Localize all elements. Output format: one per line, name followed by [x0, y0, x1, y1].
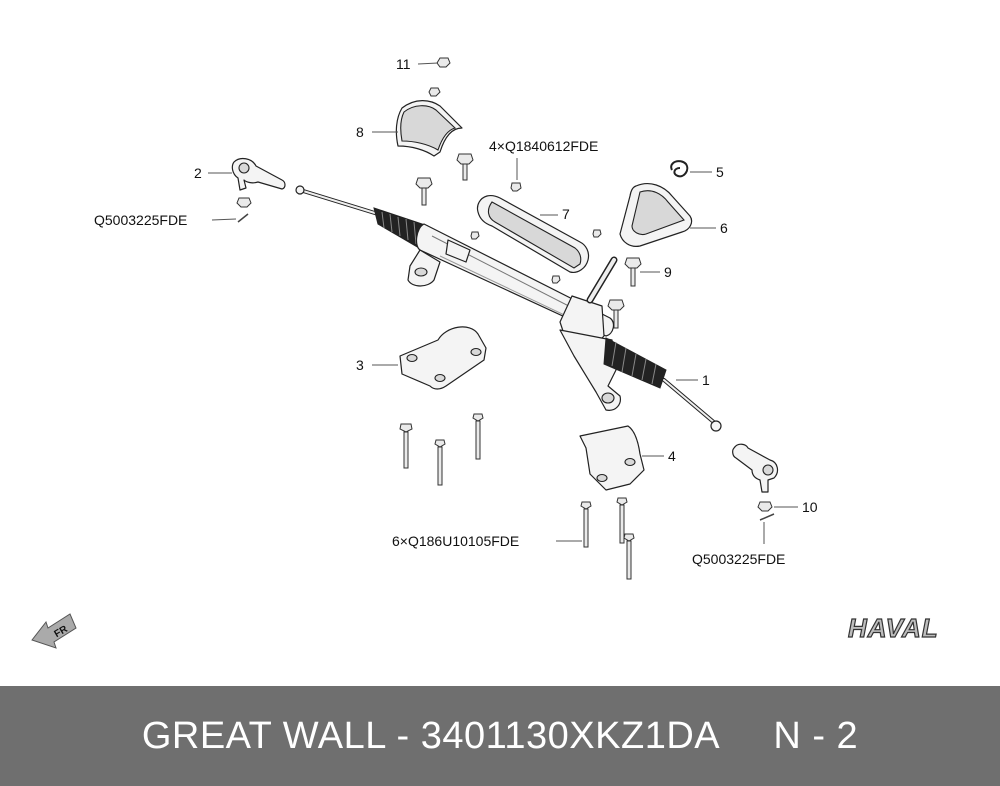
part-1-steering-rack [295, 185, 722, 432]
pinion-bolt [607, 299, 625, 329]
callout-8: 8 [356, 124, 364, 140]
footer-title: GREAT WALL - 3401130XKZ1DA N - 2 [141, 714, 859, 757]
brand-logo-text: HAVAL [848, 613, 939, 643]
clip-icon [592, 229, 602, 238]
cotter-pin-part-number-left: Q5003225FDE [94, 212, 187, 228]
footer-bar: GREAT WALL - 3401130XKZ1DA N - 2 [0, 686, 1000, 786]
callout-5: 5 [716, 164, 724, 180]
callout-10: 10 [802, 499, 818, 515]
castle-nut-icon [757, 501, 773, 512]
small-bolt-icon [510, 182, 522, 192]
part-11-nut [417, 57, 451, 68]
front-direction-arrow-icon: FR [31, 613, 77, 649]
callout-1: 1 [702, 372, 710, 388]
part-2-tie-rod-end-left [208, 157, 286, 191]
bolt-group-left [399, 413, 484, 486]
callout-2: 2 [194, 165, 202, 181]
callout-9: 9 [664, 264, 672, 280]
part-3-mount-bracket [372, 326, 487, 390]
bolt-part-number-top: 4×Q1840612FDE [489, 138, 598, 154]
cotter-pin-icon [237, 213, 249, 223]
castle-nut-icon [236, 197, 252, 208]
part-9-bolt [624, 257, 660, 287]
haval-logo: HAVAL [847, 612, 939, 643]
cotter-pin-part-number-right: Q5003225FDE [692, 551, 785, 567]
steering-rack-exploded-diagram: 11 8 4×Q1840612FDE 7 5 6 [31, 56, 939, 649]
part-4-mount-bracket [579, 425, 664, 491]
cotter-pin-icon [759, 513, 775, 521]
clip-icon [551, 275, 561, 284]
small-nut-icon [428, 87, 441, 97]
callout-4: 4 [668, 448, 676, 464]
clip-icon [470, 231, 480, 240]
bolt-part-number-bottom: 6×Q186U10105FDE [392, 533, 519, 549]
part-6-bracket [619, 183, 716, 247]
part-7-rack-cover [476, 195, 590, 273]
bolt-group-top [415, 153, 474, 206]
callout-7: 7 [562, 206, 570, 222]
bolt-group-right [580, 497, 635, 580]
part-tie-rod-end-right [732, 443, 779, 493]
callout-11: 11 [396, 56, 411, 72]
part-8-heat-shield [372, 100, 463, 157]
part-5-clip [670, 160, 712, 178]
callout-6: 6 [720, 220, 728, 236]
callout-3: 3 [356, 357, 364, 373]
